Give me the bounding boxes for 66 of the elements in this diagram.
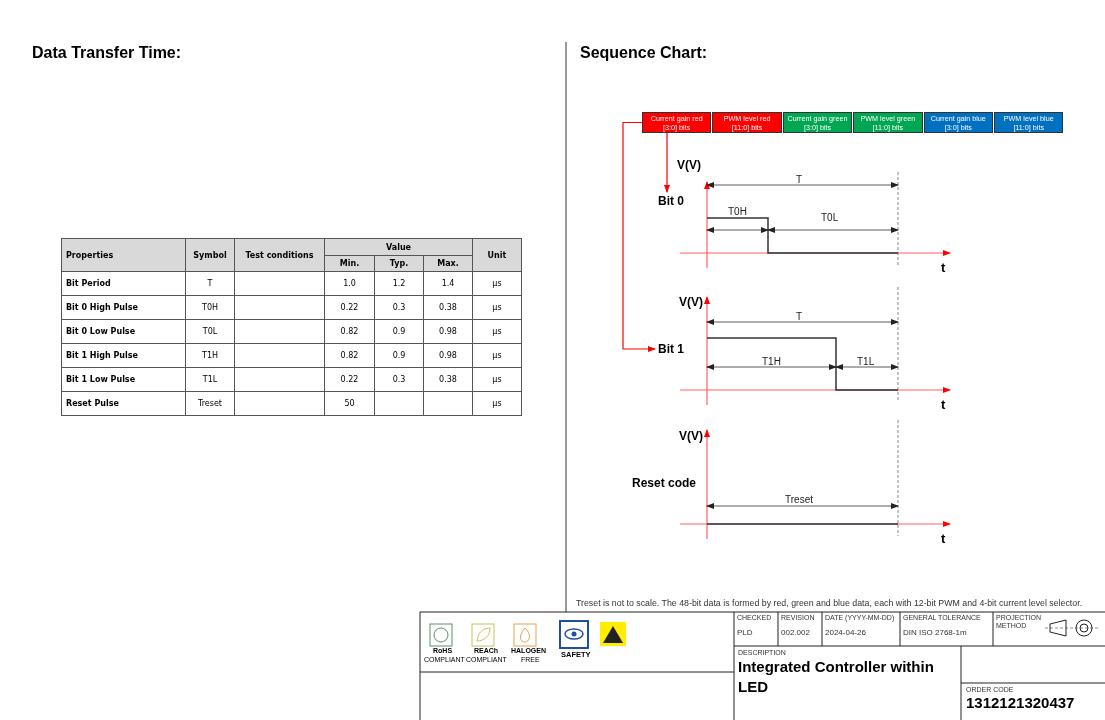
axis-label: V(V) [679, 429, 703, 443]
dimension-label: T [796, 174, 803, 185]
table-cell: Test conditions [234, 238, 325, 272]
table-cell: Properties [61, 238, 186, 272]
table-cell: µs [472, 295, 522, 320]
dimension-label: T0L [821, 212, 839, 223]
order-code: 1312121320437 [966, 694, 1075, 711]
bit-label: Bit 0 [658, 194, 684, 208]
table-cell: µs [472, 343, 522, 368]
dimension-label: T0H [728, 206, 747, 217]
dimension-label: T1H [762, 356, 781, 367]
table-cell: 0.82 [324, 343, 375, 368]
table-cell: 1.2 [374, 271, 424, 296]
table-cell: Bit 0 High Pulse [61, 295, 186, 320]
table-cell: 0.38 [423, 295, 473, 320]
axis-label: V(V) [677, 158, 701, 172]
table-cell: T [185, 271, 235, 296]
table-cell: 0.98 [423, 343, 473, 368]
table-cell: Symbol [185, 238, 235, 272]
table-cell: 0.3 [374, 367, 424, 392]
dimension-label: Treset [785, 494, 813, 505]
field-value: 2024-04-26 [825, 628, 866, 637]
table-cell: Bit 1 Low Pulse [61, 367, 186, 392]
table-cell: 0.22 [324, 295, 375, 320]
dimension-label: T1L [857, 356, 875, 367]
table-cell: 0.9 [374, 343, 424, 368]
table-cell: Bit 1 High Pulse [61, 343, 186, 368]
table-cell: T0L [185, 319, 235, 344]
axis-label: t [941, 260, 946, 275]
table-cell: Unit [472, 238, 522, 272]
table-cell: µs [472, 271, 522, 296]
table-cell: 0.38 [423, 367, 473, 392]
section-heading: Sequence Chart: [580, 44, 708, 62]
table-cell: 1.4 [423, 271, 473, 296]
table-cell: Bit 0 Low Pulse [61, 319, 186, 344]
axis-label: V(V) [679, 295, 703, 309]
table-cell: Treset [185, 391, 235, 416]
description-text: Integrated Controller within LED [738, 657, 935, 697]
table-cell: 1.0 [324, 271, 375, 296]
table-cell: µs [472, 367, 522, 392]
field-value: PLD [737, 628, 753, 637]
field-value: DIN ISO 2768-1m [903, 628, 967, 637]
table-cell: Value [324, 238, 473, 256]
table-cell: 0.22 [324, 367, 375, 392]
axis-label: t [941, 397, 946, 412]
table-cell: Reset Pulse [61, 391, 186, 416]
caption: Treset is not to scale. The 48-bit data is formed by red, green and blue data, each with 12-bit PWM and 4-bit current level selector. [576, 598, 1083, 608]
bit-label: Bit 1 [658, 342, 684, 356]
row-label: Reset code [632, 476, 697, 490]
table-cell: 50 [324, 391, 375, 416]
section-heading: Data Transfer Time: [32, 44, 182, 62]
table-cell: 0.98 [423, 319, 473, 344]
table-cell: 0.82 [324, 319, 375, 344]
arrow [622, 121, 656, 352]
table-cell: µs [472, 319, 522, 344]
axis-label: t [941, 531, 946, 546]
dimension-label: T [796, 311, 803, 322]
table-cell: 0.9 [374, 319, 424, 344]
table-cell: µs [472, 391, 522, 416]
arrow [664, 132, 670, 193]
field-value: 002.002 [781, 628, 810, 637]
table-cell: T0H [185, 295, 235, 320]
table-cell: Bit Period [61, 271, 186, 296]
table-cell: T1L [185, 367, 235, 392]
table-cell: 0.3 [374, 295, 424, 320]
table-cell: T1H [185, 343, 235, 368]
